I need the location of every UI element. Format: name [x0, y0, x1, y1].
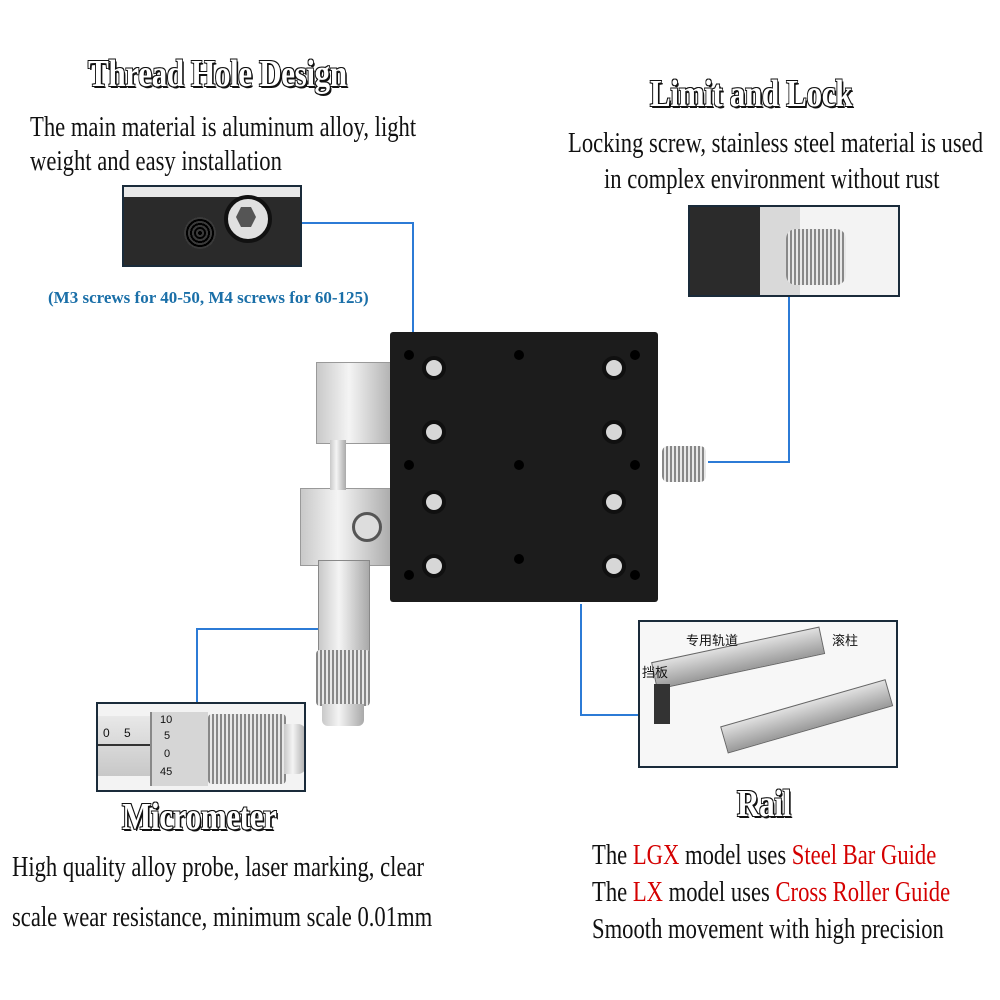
- rail-bar-icon: [651, 626, 826, 690]
- micrometer-text-1: High quality alloy probe, laser marking,…: [12, 851, 425, 883]
- limit-lock-connector: [788, 297, 790, 463]
- rail-label-baffle: 挡板: [642, 666, 669, 681]
- thread-hole-callout: [122, 185, 302, 267]
- rail-connector: [580, 604, 582, 716]
- scale-mark-45: 45: [160, 766, 173, 778]
- rail-text-3: Smooth movement with high precision: [592, 913, 944, 945]
- roller-rail-icon: [720, 679, 894, 754]
- thread-hole-text-2: weight and easy installation: [30, 145, 282, 177]
- rail-label-track: 专用轨道: [686, 634, 739, 649]
- limit-lock-text-2: in complex environment without rust: [604, 163, 940, 195]
- sleeve-mark-0: 0: [103, 726, 110, 740]
- scale-mark-10: 10: [160, 714, 173, 726]
- scale-mark-5: 5: [164, 730, 171, 742]
- rail-callout: 专用轨道 滚柱 挡板: [638, 620, 898, 768]
- thread-hole-connector: [302, 222, 414, 224]
- hex-screw-icon: [224, 195, 272, 243]
- thread-hole-text-1: The main material is aluminum alloy, lig…: [30, 111, 417, 143]
- clamp-screw-icon: [352, 512, 382, 542]
- limit-lock-callout: [688, 205, 900, 297]
- micrometer-callout: 0 5 10 5 0 45: [96, 702, 306, 792]
- screw-size-note: (M3 screws for 40-50, M4 screws for 60-1…: [48, 288, 369, 307]
- micrometer-text-2: scale wear resistance, minimum scale 0.0…: [12, 901, 433, 933]
- limit-lock-text-1: Locking screw, stainless steel material …: [568, 127, 984, 159]
- xy-stage: [390, 332, 658, 602]
- micrometer-connector: [196, 628, 318, 630]
- rail-text-1: The LGX model uses Steel Bar Guide: [592, 839, 937, 871]
- rail-label-roller: 滚柱: [832, 634, 859, 649]
- thimble-knurl-icon: [208, 714, 286, 784]
- micrometer-title: Micrometer: [121, 795, 277, 839]
- micrometer-sleeve: [318, 560, 370, 654]
- locking-screw-icon: [786, 229, 846, 285]
- micrometer-thimble: [316, 650, 370, 706]
- sleeve-mark-5: 5: [124, 726, 131, 740]
- rail-title: Rail: [736, 782, 791, 826]
- rail-text-2: The LX model uses Cross Roller Guide: [592, 876, 951, 908]
- micrometer-spindle: [330, 440, 346, 490]
- limit-lock-title: Limit and Lock: [649, 72, 853, 116]
- thread-hole-icon: [184, 217, 216, 249]
- scale-mark-0: 0: [164, 748, 171, 760]
- lock-knob-icon: [662, 446, 706, 482]
- thread-hole-title: Thread Hole Design: [87, 52, 347, 96]
- stage-bracket: [316, 362, 398, 444]
